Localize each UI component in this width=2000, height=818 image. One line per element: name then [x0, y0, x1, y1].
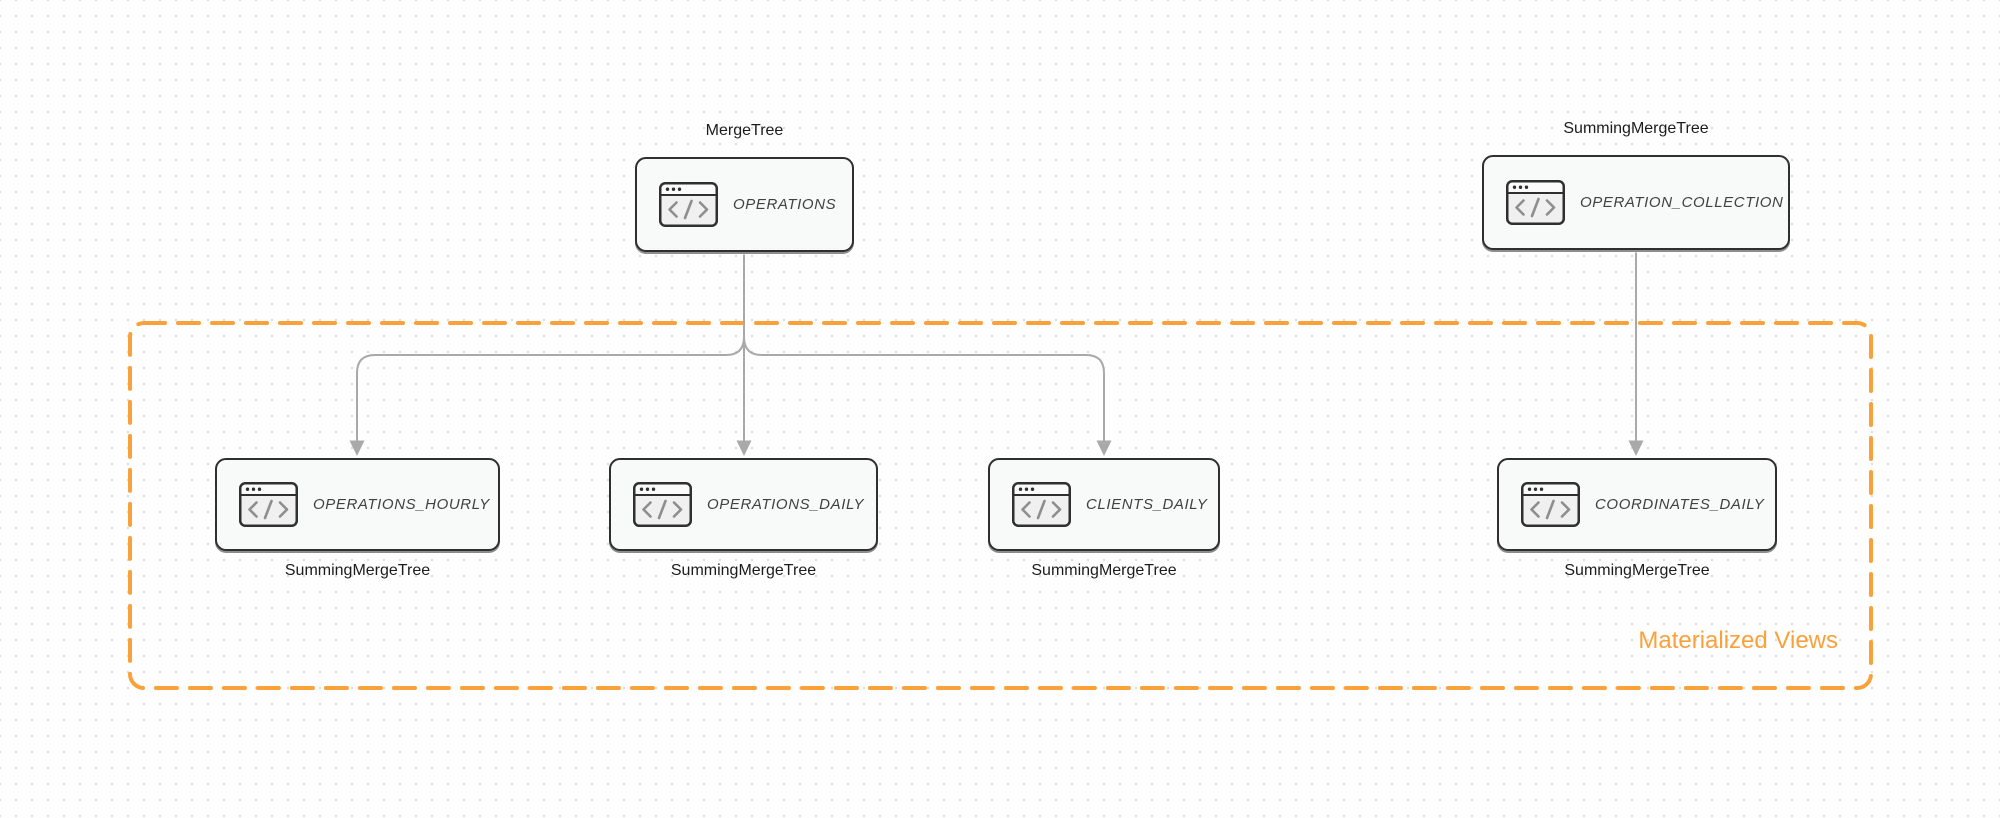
- code-window-icon: [1012, 482, 1071, 527]
- engine-label-operations-daily: SummingMergeTree: [670, 562, 817, 579]
- table-node-operation-collection[interactable]: OPERATION_COLLECTION: [1482, 155, 1790, 250]
- table-name: OPERATIONS_DAILY: [707, 496, 865, 513]
- code-window-icon: [1506, 180, 1565, 225]
- table-node-coordinates-daily[interactable]: COORDINATES_DAILY: [1497, 458, 1777, 551]
- table-node-clients-daily[interactable]: CLIENTS_DAILY: [988, 458, 1220, 551]
- table-name: OPERATION_COLLECTION: [1580, 194, 1784, 211]
- table-name: OPERATIONS: [733, 196, 837, 213]
- engine-label-coordinates-daily: SummingMergeTree: [1564, 562, 1710, 579]
- edge-operations-to-clients-daily: [743, 254, 1105, 441]
- engine-label-operations-hourly: SummingMergeTree: [284, 562, 431, 579]
- code-window-icon: [1521, 482, 1580, 527]
- table-node-operations-daily[interactable]: OPERATIONS_DAILY: [609, 458, 878, 551]
- materialized-views-group-label: Materialized Views: [1638, 627, 1838, 654]
- arrowhead-operations-hourly: [349, 440, 365, 456]
- arrowhead-clients-daily: [1096, 440, 1112, 456]
- arrowhead-operations-daily: [736, 440, 752, 456]
- code-window-icon: [239, 482, 298, 527]
- table-name: CLIENTS_DAILY: [1086, 496, 1208, 513]
- engine-label-operation-collection: SummingMergeTree: [1563, 120, 1709, 137]
- materialized-views-group-border: [128, 321, 1873, 690]
- table-node-operations[interactable]: OPERATIONS: [635, 157, 854, 252]
- code-window-icon: [633, 482, 692, 527]
- arrowhead-coordinates-daily: [1628, 440, 1644, 456]
- engine-label-clients-daily: SummingMergeTree: [1031, 562, 1177, 579]
- code-window-icon: [659, 182, 718, 227]
- table-name: OPERATIONS_HOURLY: [313, 496, 490, 513]
- table-name: COORDINATES_DAILY: [1595, 496, 1765, 513]
- engine-label-operations: MergeTree: [705, 122, 784, 139]
- table-node-operations-hourly[interactable]: OPERATIONS_HOURLY: [215, 458, 500, 551]
- edge-operations-to-operations-hourly: [356, 254, 745, 441]
